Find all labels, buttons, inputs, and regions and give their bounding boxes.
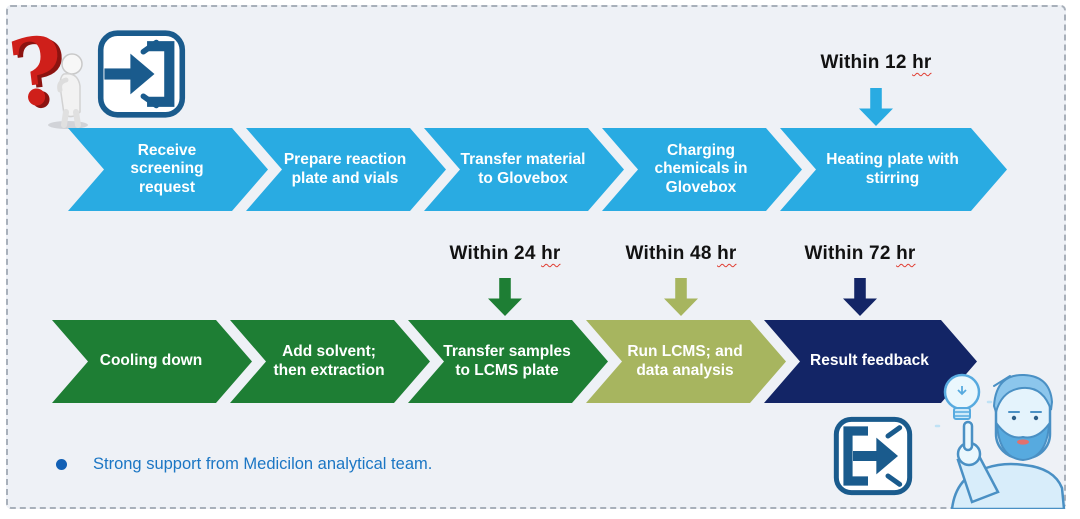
- timing-label-within-72hr: Within 72 hr: [804, 243, 916, 264]
- flow-step-label: Result feedback: [810, 352, 929, 370]
- timing-label-within-12hr: Within 12 hr: [820, 52, 932, 73]
- footer-text: Strong support from Medicilon analytical…: [93, 455, 433, 473]
- svg-text:?: ?: [6, 24, 70, 129]
- enter-door-arrow-icon: [97, 29, 186, 119]
- hr-unit-squiggle: hr: [896, 243, 916, 264]
- timing-label-within-48hr: Within 48 hr: [625, 243, 737, 264]
- man-with-lightbulb-illustration: [922, 366, 1070, 509]
- hr-unit-squiggle: hr: [541, 243, 561, 264]
- flow-step-label: Transfer material to Glovebox: [460, 151, 586, 187]
- hr-unit-squiggle: hr: [717, 243, 737, 264]
- flow-step-label: Cooling down: [99, 352, 203, 370]
- hr-unit-squiggle: hr: [912, 52, 932, 73]
- footer-note: Strong support from Medicilon analytical…: [56, 455, 432, 474]
- flow-step-label: Receive screening request: [130, 142, 204, 196]
- flow-step-label: Charging chemicals in Glovebox: [654, 142, 748, 196]
- flow-step-label: Run LCMS; and data analysis: [627, 343, 743, 379]
- timing-label-within-24hr: Within 24 hr: [449, 243, 561, 264]
- exit-door-arrow-icon: [833, 415, 913, 497]
- bullet-dot-icon: [56, 459, 67, 470]
- flow-step-label: Add solvent; then extraction: [273, 343, 385, 379]
- flow-step-label: Transfer samples to LCMS plate: [443, 343, 571, 379]
- flow-step-label: Heating plate with stirring: [826, 151, 959, 187]
- question-mark-thinker-icon: ? ?: [6, 24, 100, 130]
- flow-step-heating-plate: Heating plate with stirring: [780, 128, 1007, 211]
- flow-step-label: Prepare reaction plate and vials: [283, 151, 407, 187]
